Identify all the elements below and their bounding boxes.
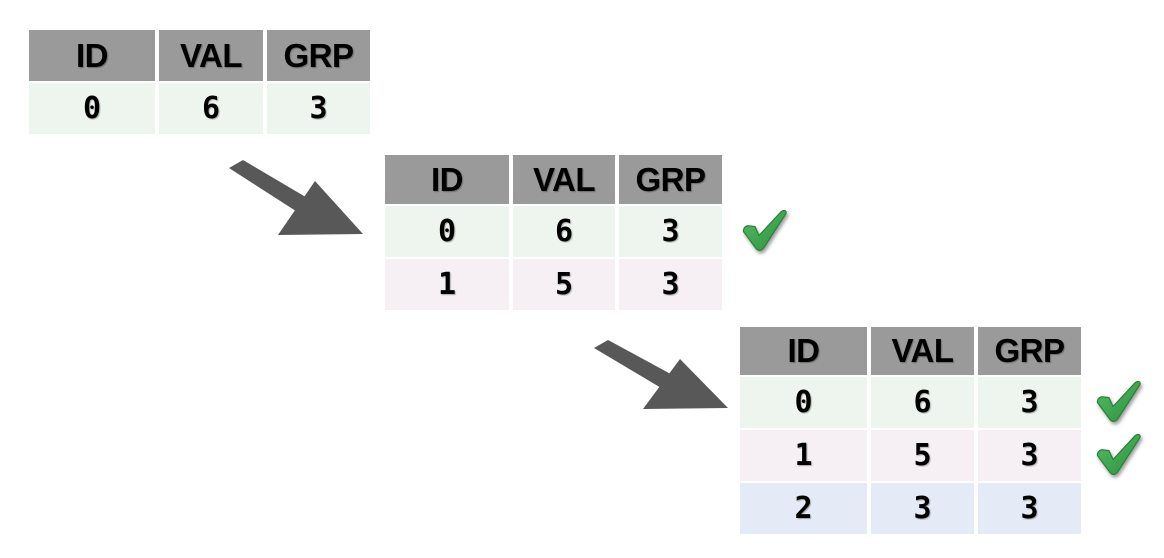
column-header-grp: GRP	[267, 30, 370, 81]
cell-id: 0	[740, 377, 867, 428]
table-header-row: ID VAL GRP	[29, 30, 370, 81]
column-header-grp: GRP	[619, 155, 722, 204]
table-row: 0 6 3	[740, 377, 1081, 428]
cell-grp: 3	[619, 259, 722, 310]
table-row: 0 6 3	[29, 83, 370, 134]
cell-grp: 3	[978, 377, 1081, 428]
cell-id: 1	[385, 259, 509, 310]
checkmark-step3-row0	[1092, 375, 1146, 429]
arrow-step2-to-step3	[590, 340, 750, 425]
column-header-val: VAL	[159, 30, 263, 81]
cell-val: 6	[159, 83, 263, 134]
cell-grp: 3	[267, 83, 370, 134]
table-row: 2 3 3	[740, 483, 1081, 534]
column-header-val: VAL	[513, 155, 615, 204]
column-header-val: VAL	[871, 327, 974, 375]
column-header-id: ID	[740, 327, 867, 375]
cell-grp: 3	[978, 430, 1081, 481]
cell-id: 0	[385, 206, 509, 257]
table-row: 1 5 3	[385, 259, 722, 310]
table-step-1: ID VAL GRP 0 6 3	[29, 30, 370, 134]
table-row: 0 6 3	[385, 206, 722, 257]
cell-val: 6	[513, 206, 615, 257]
cell-val: 5	[513, 259, 615, 310]
cell-val: 3	[871, 483, 974, 534]
cell-val: 6	[871, 377, 974, 428]
cell-id: 1	[740, 430, 867, 481]
cell-grp: 3	[619, 206, 722, 257]
table-step-3: ID VAL GRP 0 6 3 1 5 3 2 3 3	[740, 327, 1081, 534]
column-header-grp: GRP	[978, 327, 1081, 375]
cell-id: 0	[29, 83, 155, 134]
cell-val: 5	[871, 430, 974, 481]
column-header-id: ID	[29, 30, 155, 81]
cell-grp: 3	[978, 483, 1081, 534]
table-step-2: ID VAL GRP 0 6 3 1 5 3	[385, 155, 722, 310]
arrow-step1-to-step2	[225, 160, 385, 255]
column-header-id: ID	[385, 155, 509, 204]
table-header-row: ID VAL GRP	[385, 155, 722, 204]
cell-id: 2	[740, 483, 867, 534]
checkmark-step2-row0	[738, 204, 792, 258]
table-row: 1 5 3	[740, 430, 1081, 481]
checkmark-step3-row1	[1092, 428, 1146, 482]
table-header-row: ID VAL GRP	[740, 327, 1081, 375]
